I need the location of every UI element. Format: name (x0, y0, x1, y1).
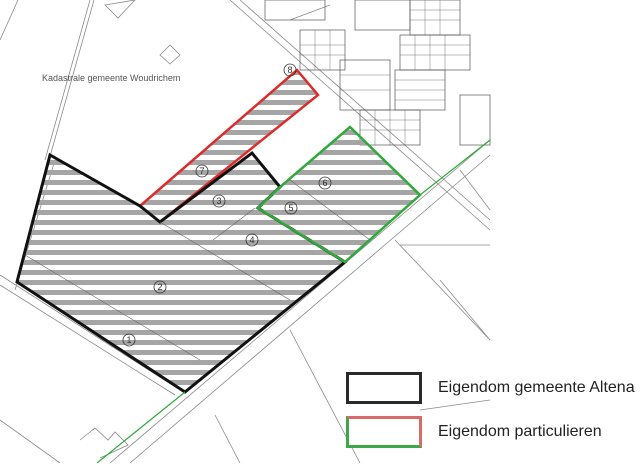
legend-item-particulieren: Eigendom particulieren (346, 410, 635, 454)
parcel-green (255, 125, 422, 264)
legend-swatch-red-green (346, 416, 422, 448)
legend-label: Eigendom gemeente Altena (438, 379, 635, 396)
parcel-number-5: 5 (288, 203, 293, 213)
parcel-number-1: 1 (126, 335, 131, 345)
parcel-number-8: 8 (287, 65, 292, 75)
legend: Eigendom gemeente Altena Eigendom partic… (346, 366, 635, 454)
parcel-number-6: 6 (322, 178, 327, 188)
legend-item-gemeente: Eigendom gemeente Altena (346, 366, 635, 410)
legend-label: Eigendom particulieren (438, 423, 602, 440)
parcel-number-4: 4 (249, 235, 254, 245)
parcel-number-3: 3 (216, 196, 221, 206)
parcel-number-7: 7 (199, 166, 204, 176)
urban-parcels (264, 0, 491, 146)
map-title-label: Kadastrale gemeente Woudrichem (42, 73, 181, 83)
legend-swatch-black (346, 372, 422, 404)
parcel-number-2: 2 (157, 282, 162, 292)
